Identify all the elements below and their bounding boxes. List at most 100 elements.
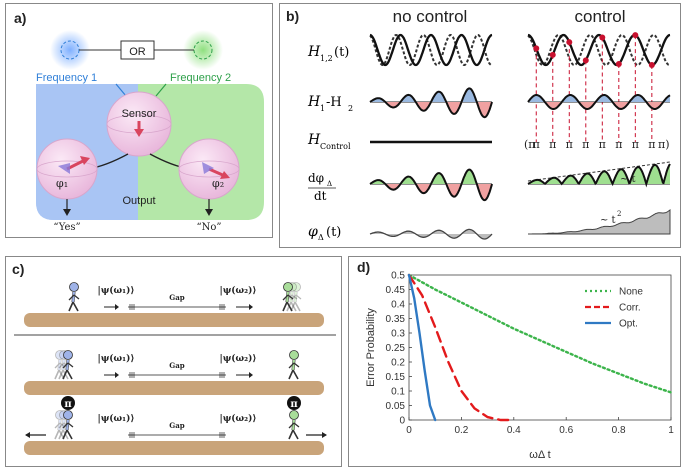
row-label-diff: H 1 -H 2 [307, 94, 353, 113]
road-strip [24, 441, 324, 455]
header-no-control: no control [393, 7, 468, 26]
phi1-label: φ₁ [56, 177, 68, 190]
difference-lobe [446, 102, 462, 114]
panel-a-label: a) [14, 10, 27, 26]
road-strip [24, 313, 324, 327]
series-corr-line [407, 273, 515, 422]
pi-pulse-icon [287, 396, 301, 410]
svg-text:Control: Control [320, 142, 351, 151]
frequency1-label: Frequency 1 [36, 72, 97, 84]
svg-text:(t): (t) [334, 45, 349, 60]
panel-d-label: d) [357, 259, 371, 275]
panel-c: c) |ψ(ω₁)⟩|ψ(ω₂)⟩Gap|ψ(ω₁)⟩|ψ(ω₂)⟩Gap|ψ(… [5, 256, 342, 467]
or-gate-box [120, 40, 155, 60]
x-tick-label: 1 [668, 425, 674, 436]
psi1-label: |ψ(ω₁)⟩ [98, 413, 135, 424]
svg-text:H: H [307, 132, 321, 148]
rate-lobe [528, 164, 670, 184]
sensor-arrow-icon [134, 129, 144, 137]
svg-text:dt: dt [314, 189, 327, 203]
psi1-label: |ψ(ω₁)⟩ [98, 353, 135, 364]
legend-label: Opt. [619, 319, 638, 330]
series-none-line [407, 273, 673, 394]
rate-wave [527, 163, 671, 188]
rate-lobe [461, 169, 477, 184]
pi-pulse-label: π [582, 138, 589, 151]
legend-label: None [619, 287, 643, 298]
psi2-label: |ψ(ω₂)⟩ [220, 285, 257, 296]
walker-green-icon [288, 350, 300, 380]
rate-lobe [400, 176, 416, 184]
x-tick-label: 0 [406, 425, 412, 436]
yes-label: “Yes” [53, 222, 80, 233]
gap-label: Gap [169, 421, 185, 430]
walker-green-icon [288, 410, 300, 440]
pi-pulse-symbol: π [64, 399, 71, 410]
difference-lobe [462, 88, 477, 102]
or-label: OR [129, 46, 146, 58]
walker-blue-icon [68, 282, 80, 312]
difference-lobe [578, 102, 596, 109]
no-label: “No” [197, 222, 222, 233]
gap-label: Gap [169, 361, 185, 370]
svg-text:H: H [307, 44, 321, 60]
linear-growth-label: ~ t [620, 174, 636, 185]
difference-lobe [629, 95, 647, 102]
pi-pulse-right-label: π) [658, 138, 670, 151]
pi-pulse-label: π [632, 138, 639, 151]
frequency2-glow-icon [183, 30, 223, 70]
rate-lobe [431, 173, 447, 184]
quadratic-growth-label: ~ t [600, 215, 616, 226]
y-tick-label: 0.3 [391, 329, 405, 340]
pi-pulse-label: π [615, 138, 622, 151]
svg-text:dφ: dφ [308, 171, 324, 185]
difference-lobe [431, 91, 447, 102]
x-tick-label: 0.8 [612, 425, 626, 436]
phase1-wedge-icon [58, 163, 70, 174]
panel-b-label: b) [286, 8, 300, 24]
x-tick-label: 0.2 [454, 425, 468, 436]
h2-wave [369, 33, 493, 67]
phase-quadratic-area [528, 209, 671, 235]
y-tick-label: 0.4 [391, 300, 405, 311]
difference-lobe [477, 102, 492, 118]
walker-green-icon [282, 282, 294, 312]
y-tick-label: 0.05 [386, 401, 406, 412]
row-label-phi: φ Δ (t) [308, 224, 341, 242]
linear-envelope [527, 161, 671, 182]
svg-text:(t): (t) [326, 225, 341, 240]
difference-lobe [528, 95, 545, 102]
svg-text:1: 1 [320, 104, 325, 113]
svg-text:2: 2 [348, 104, 353, 113]
svg-text:φ: φ [308, 224, 318, 240]
x-axis-label: ωΔ t [529, 449, 550, 461]
sensor-label: Sensor [122, 108, 157, 120]
panel-a: a) OR Frequency 1 Frequency 2 [5, 3, 273, 238]
y-tick-label: 0.15 [386, 372, 406, 383]
svg-text:Δ: Δ [318, 233, 324, 242]
pi-pulse-label: π [566, 138, 573, 151]
y-axis-label: Error Probability [365, 308, 377, 387]
y-tick-label: 0.45 [386, 285, 406, 296]
y-tick-label: 0.25 [386, 343, 406, 354]
y-tick-label: 0.2 [391, 358, 405, 369]
control-pulse-marker [615, 61, 622, 68]
difference-wave [527, 94, 671, 111]
row-label-dphi: dφ Δ dt [308, 171, 336, 203]
panel-b: b) no control control H 1,2 (t) H 1 -H 2… [279, 3, 681, 248]
pi-pulse-left-label: (π [524, 138, 536, 151]
walker-blue-icon [62, 410, 74, 440]
series-opt-line [407, 273, 437, 422]
quadratic-exponent: 2 [617, 210, 621, 218]
road-strip [24, 381, 324, 395]
h1-wave [369, 33, 493, 67]
walker-blue-icon [62, 350, 74, 380]
svg-text:1,2: 1,2 [320, 54, 333, 63]
pi-pulse-label: π [599, 138, 606, 151]
phase-wave [369, 228, 493, 240]
pi-pulse-label: π [648, 138, 655, 151]
y-tick-label: 0.5 [391, 271, 405, 282]
